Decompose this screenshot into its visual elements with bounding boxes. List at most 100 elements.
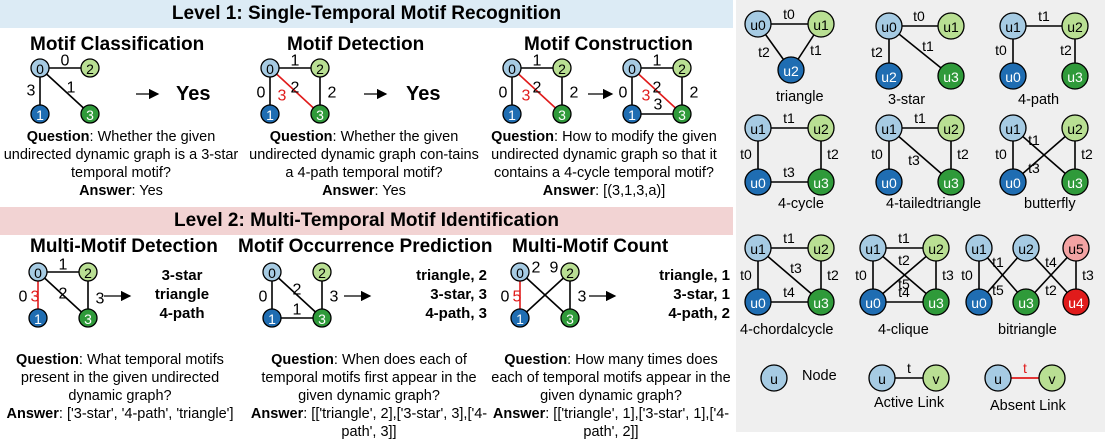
edge-label: t0 — [961, 267, 973, 283]
node-label: u2 — [783, 63, 799, 79]
edge-label: t3 — [1082, 267, 1094, 283]
node-label: 3 — [84, 311, 92, 327]
node — [1038, 364, 1066, 392]
node — [744, 114, 772, 142]
node — [78, 308, 98, 328]
edge-label: t2 — [1045, 282, 1057, 298]
node-label: u0 — [971, 295, 987, 311]
edge-label: 2 — [533, 80, 542, 97]
question-label: Question — [26, 129, 90, 145]
edge — [269, 67, 321, 115]
node-label: 0 — [34, 265, 42, 281]
level1-title: Level 1: Single-Temporal Motif Recogniti… — [171, 3, 562, 24]
qa-construction: Question: How to modify the given undire… — [477, 128, 731, 200]
edge-label: 1 — [59, 257, 68, 274]
node — [807, 10, 835, 38]
node-label: 2 — [318, 265, 326, 281]
node-label: u3 — [813, 295, 829, 311]
node-label: u1 — [943, 19, 959, 35]
edge-label: t1 — [922, 38, 934, 54]
edge-label: 0 — [19, 289, 28, 306]
node — [1062, 288, 1090, 316]
motif-name-triangle: triangle — [776, 89, 824, 105]
node-label: 3 — [318, 311, 326, 327]
edge-label: 2 — [291, 80, 300, 97]
node-label: 1 — [508, 107, 516, 123]
node-label: u0 — [881, 19, 897, 35]
node-label: u — [994, 371, 1002, 387]
node-label: u2 — [928, 241, 944, 257]
node — [78, 262, 98, 282]
node-label: u2 — [813, 241, 829, 257]
edge-label: t2 — [827, 267, 839, 283]
result-classification: Yes — [176, 83, 211, 105]
motif-name-4-chordalcycle: 4-chordalcycle — [740, 322, 834, 338]
edge-label: 5 — [513, 289, 522, 306]
edge-label: t1 — [914, 110, 926, 126]
edge-label: 3 — [96, 291, 105, 308]
edge-label: t4 — [1045, 254, 1057, 270]
node-label: u5 — [1068, 241, 1084, 257]
node-label: u2 — [943, 121, 959, 137]
edge-label: 0 — [61, 53, 70, 70]
node-label: u3 — [1067, 69, 1083, 85]
edge-label: t0 — [871, 146, 883, 162]
node-label: 0 — [516, 265, 524, 281]
node-label: u1 — [1005, 19, 1021, 35]
node-label: 1 — [266, 107, 274, 123]
edge-label: t5 — [992, 282, 1004, 298]
node-label: u3 — [943, 69, 959, 85]
level2-title: Level 2: Multi-Temporal Motif Identifica… — [174, 210, 559, 231]
result-line: 4-path, 3 — [425, 305, 487, 322]
node — [999, 114, 1027, 142]
node — [1061, 168, 1089, 196]
edge-label: 3 — [27, 83, 36, 100]
node — [875, 114, 903, 142]
node-label: 0 — [268, 265, 276, 281]
edge-label: t4 — [898, 284, 910, 300]
node — [30, 58, 50, 78]
edge-label: 1 — [291, 53, 300, 70]
node-label: 0 — [266, 61, 274, 77]
edge-label: 3 — [278, 88, 287, 105]
result-line: 4-path — [159, 305, 205, 322]
node-label: 1 — [268, 311, 276, 327]
node — [937, 114, 965, 142]
edge-label: t0 — [913, 8, 925, 24]
node — [937, 168, 965, 196]
motif-name-4-path: 4-path — [1018, 92, 1060, 108]
node — [622, 104, 642, 124]
node — [622, 58, 642, 78]
node — [560, 262, 580, 282]
node — [312, 262, 332, 282]
edge — [888, 127, 952, 183]
node — [1061, 12, 1089, 40]
node — [777, 56, 805, 84]
node-label: u0 — [1005, 69, 1021, 85]
legend-absent-label: Absent Link — [990, 398, 1066, 414]
node — [744, 168, 772, 196]
edge-label: t1 — [898, 230, 910, 246]
result-occurrence: triangle, 2 3-star, 3 4-path, 3 — [397, 266, 487, 323]
node-label: 2 — [316, 61, 324, 77]
edge-label: 2 — [293, 282, 302, 299]
node-label: u1 — [750, 121, 766, 137]
node — [260, 104, 280, 124]
node — [744, 234, 772, 262]
edge-label: t3 — [942, 267, 954, 283]
node-label: u3 — [1067, 175, 1083, 191]
question-text: : How to modify the given undirected dyn… — [491, 129, 717, 181]
node — [999, 12, 1027, 40]
node — [1062, 234, 1090, 262]
motif-name-3-star: 3-star — [888, 92, 926, 108]
question-text: : Whether the given undirected dynamic g… — [3, 129, 239, 181]
result-count: triangle, 1 3-star, 1 4-path, 2 — [640, 266, 730, 323]
task-title-motif-occurrence: Motif Occurrence Prediction — [238, 236, 493, 257]
question-label: Question — [16, 352, 79, 368]
qa-classification: Question: Whether the given undirected d… — [2, 128, 240, 200]
node-label: u0 — [750, 17, 766, 33]
motif-name-4-cycle: 4-cycle — [778, 196, 824, 212]
node — [807, 168, 835, 196]
node — [922, 288, 950, 316]
node-label: u0 — [1005, 175, 1021, 191]
